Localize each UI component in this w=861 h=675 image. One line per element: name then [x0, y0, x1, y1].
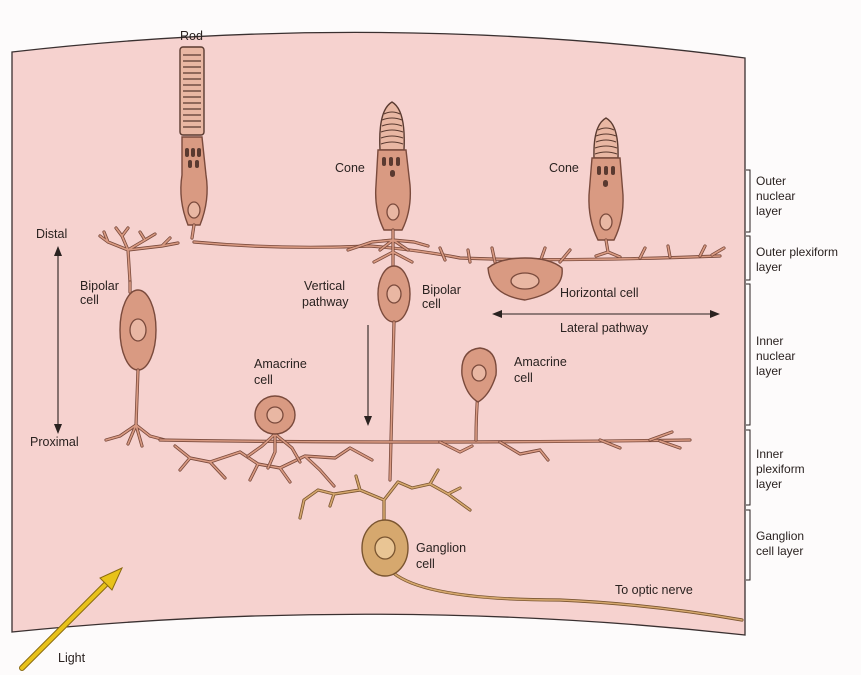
bipolar-left-label-2: cell [80, 293, 99, 307]
lateral-pathway-label: Lateral pathway [560, 321, 649, 335]
layer-outer-nuclear-2: nuclear [756, 189, 795, 203]
layer-braces [746, 170, 750, 580]
layer-ganglion-2: cell layer [756, 544, 803, 558]
optic-nerve-label: To optic nerve [615, 583, 693, 597]
proximal-label: Proximal [30, 435, 79, 449]
ganglion-label: Ganglion [416, 541, 466, 555]
rod-label: Rod [180, 29, 203, 43]
layer-outer-nuclear-3: layer [756, 204, 782, 218]
cone-label-right: Cone [549, 161, 579, 175]
ganglion-label-2: cell [416, 557, 435, 571]
layer-inner-nuclear-1: Inner [756, 334, 783, 348]
layer-inner-plexiform-3: layer [756, 477, 782, 491]
amacrine-left-label: Amacrine [254, 357, 307, 371]
rod-photoreceptor [180, 47, 207, 238]
amacrine-left-label-2: cell [254, 373, 273, 387]
layer-inner-nuclear-2: nuclear [756, 349, 795, 363]
bipolar-middle-label: Bipolar [422, 283, 461, 297]
bipolar-middle-label-2: cell [422, 297, 441, 311]
horizontal-cell-label: Horizontal cell [560, 286, 639, 300]
layer-outer-plexiform-2: layer [756, 260, 782, 274]
vertical-pathway-label: Vertical [304, 279, 345, 293]
amacrine-right-label-2: cell [514, 371, 533, 385]
vertical-pathway-label-2: pathway [302, 295, 349, 309]
layer-inner-nuclear-3: layer [756, 364, 782, 378]
cone-label-middle: Cone [335, 161, 365, 175]
layer-inner-plexiform-1: Inner [756, 447, 783, 461]
layer-outer-nuclear-1: Outer [756, 174, 786, 188]
amacrine-right-label: Amacrine [514, 355, 567, 369]
bipolar-left-label: Bipolar [80, 279, 119, 293]
distal-label: Distal [36, 227, 67, 241]
layer-inner-plexiform-2: plexiform [756, 462, 805, 476]
layer-ganglion-1: Ganglion [756, 529, 804, 543]
layer-outer-plexiform-1: Outer plexiform [756, 245, 838, 259]
light-label: Light [58, 651, 86, 665]
